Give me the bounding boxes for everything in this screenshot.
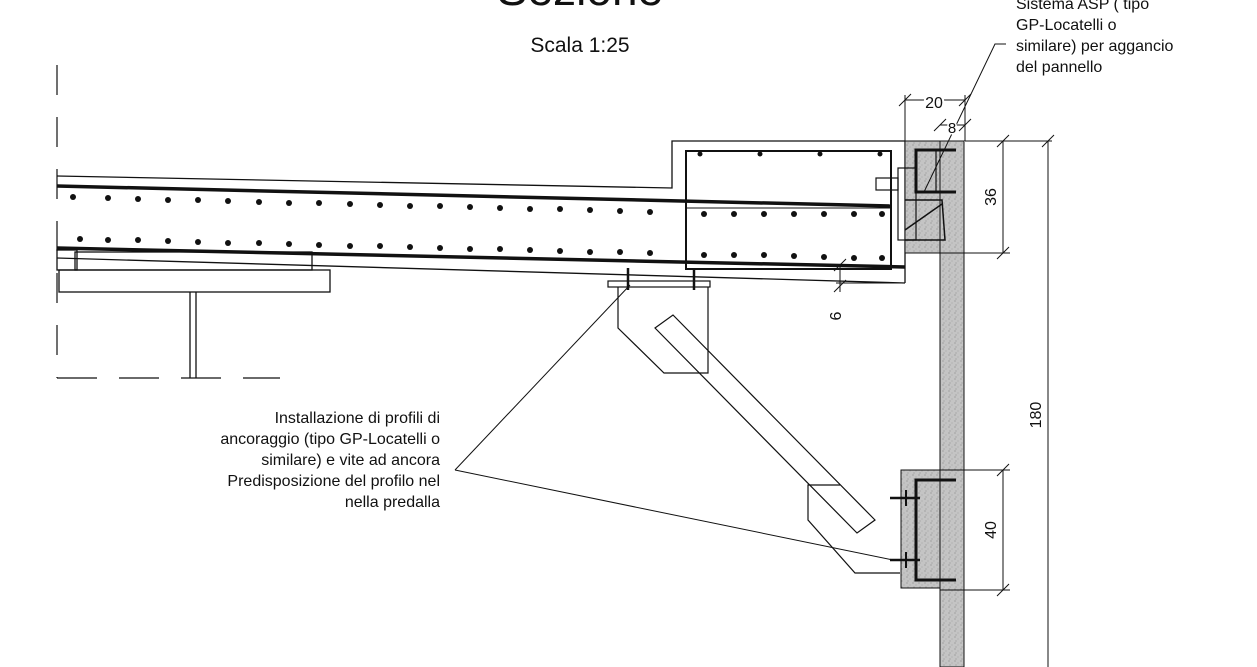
anchor-profile-note: Installazione di profili di ancoraggio (… bbox=[130, 408, 440, 513]
anchor-note-line: Predisposizione del profilo nel bbox=[227, 473, 440, 490]
dim-top-width: 20 bbox=[925, 95, 943, 112]
rebar-row-bottom bbox=[77, 236, 885, 261]
support-bracket bbox=[607, 268, 900, 574]
dim-panel-height: 180 bbox=[1028, 402, 1045, 429]
leader-lines bbox=[454, 43, 1006, 561]
asp-note-line: Sistema ASP ( tipo bbox=[1016, 0, 1150, 13]
drawing-title: Sezione bbox=[0, 0, 1160, 16]
asp-system-note: Sistema ASP ( tipo GP-Locatelli o simila… bbox=[1016, 0, 1256, 78]
anchor-note-line: nella predalla bbox=[344, 494, 440, 511]
girder bbox=[56, 249, 331, 378]
anchor-note-line: ancoraggio (tipo GP-Locatelli o bbox=[220, 431, 440, 448]
dim-lower-bracket: 40 bbox=[983, 521, 1000, 539]
rebar-row-curb bbox=[697, 151, 883, 157]
lower-bracket bbox=[890, 469, 956, 589]
anchor-note-line: similare) e vite ad ancora bbox=[261, 452, 440, 469]
drawing-scale: Scala 1:25 bbox=[530, 34, 630, 57]
anchor-note-line: Installazione di profili di bbox=[274, 410, 440, 427]
panel-upper-block bbox=[904, 140, 941, 254]
dimension-lines bbox=[833, 93, 1055, 667]
rebar-row-top bbox=[70, 194, 885, 217]
asp-note-line: GP-Locatelli o bbox=[1016, 17, 1117, 34]
deck-slab bbox=[56, 140, 906, 284]
asp-note-line: similare) per aggancio bbox=[1016, 38, 1174, 55]
dim-top-inner: 8 bbox=[948, 120, 956, 137]
asp-note-line: del pannello bbox=[1016, 59, 1103, 76]
dim-upper-bracket: 36 bbox=[983, 188, 1000, 206]
dim-slab-gap: 6 bbox=[828, 311, 845, 320]
upper-asp-bracket bbox=[875, 148, 956, 241]
